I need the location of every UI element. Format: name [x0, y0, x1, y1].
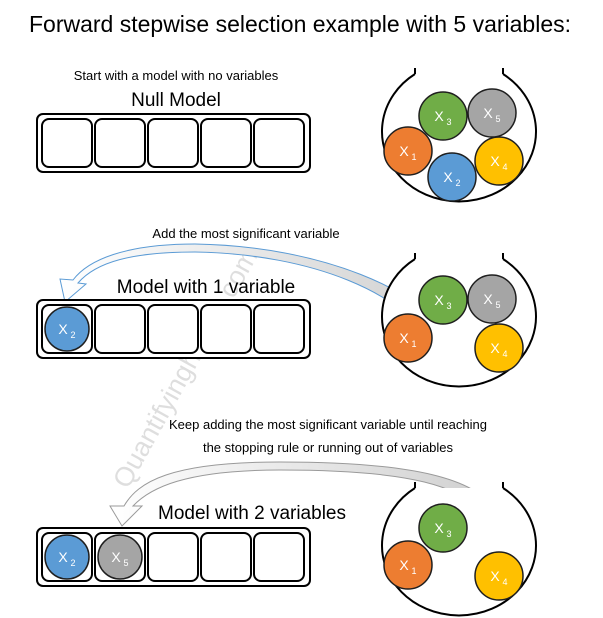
model-slot [253, 304, 305, 354]
svg-text:X: X [490, 568, 500, 584]
svg-text:4: 4 [502, 162, 507, 172]
svg-text:3: 3 [446, 117, 451, 127]
model-slot [200, 532, 252, 582]
svg-text:2: 2 [70, 558, 75, 568]
svg-text:3: 3 [446, 529, 451, 539]
model-slot [147, 532, 199, 582]
svg-text:X: X [434, 108, 444, 124]
step-2-model-label: Model with 1 variable [117, 277, 295, 298]
svg-text:X: X [490, 153, 500, 169]
svg-text:X: X [399, 330, 409, 346]
svg-text:1: 1 [411, 339, 416, 349]
svg-text:5: 5 [495, 300, 500, 310]
svg-text:4: 4 [502, 349, 507, 359]
model-slot [94, 304, 146, 354]
model-slot [200, 118, 252, 168]
svg-text:X: X [483, 105, 493, 121]
step-1-model-label: Null Model [131, 90, 221, 111]
model-slot [253, 118, 305, 168]
model-slot [200, 304, 252, 354]
step-3-model-label: Model with 2 variables [158, 503, 346, 524]
diagram-title: Forward stepwise selection example with … [29, 11, 571, 37]
model-slot [41, 118, 93, 168]
svg-text:X: X [443, 169, 453, 185]
model-slot [253, 532, 305, 582]
step-1-caption: Start with a model with no variables [74, 68, 279, 83]
svg-text:X: X [483, 291, 493, 307]
svg-text:2: 2 [455, 178, 460, 188]
svg-text:X: X [490, 340, 500, 356]
svg-text:X: X [399, 143, 409, 159]
model-slot [94, 118, 146, 168]
model-slot [147, 118, 199, 168]
svg-text:1: 1 [411, 152, 416, 162]
step-2-caption: Add the most significant variable [152, 226, 339, 241]
step-3-caption-line2: the stopping rule or running out of vari… [203, 440, 454, 455]
model-slot [147, 304, 199, 354]
svg-text:2: 2 [70, 330, 75, 340]
svg-text:5: 5 [495, 114, 500, 124]
svg-text:X: X [111, 549, 121, 565]
svg-text:5: 5 [123, 558, 128, 568]
svg-text:X: X [58, 321, 68, 337]
svg-text:X: X [58, 549, 68, 565]
svg-text:X: X [434, 292, 444, 308]
model-row-1 [36, 113, 311, 173]
arrow-step-3 [109, 461, 501, 527]
svg-text:X: X [399, 557, 409, 573]
svg-text:X: X [434, 520, 444, 536]
step-3-caption: Keep adding the most significant variabl… [169, 417, 487, 432]
svg-text:4: 4 [502, 577, 507, 587]
svg-text:1: 1 [411, 566, 416, 576]
svg-text:3: 3 [446, 301, 451, 311]
